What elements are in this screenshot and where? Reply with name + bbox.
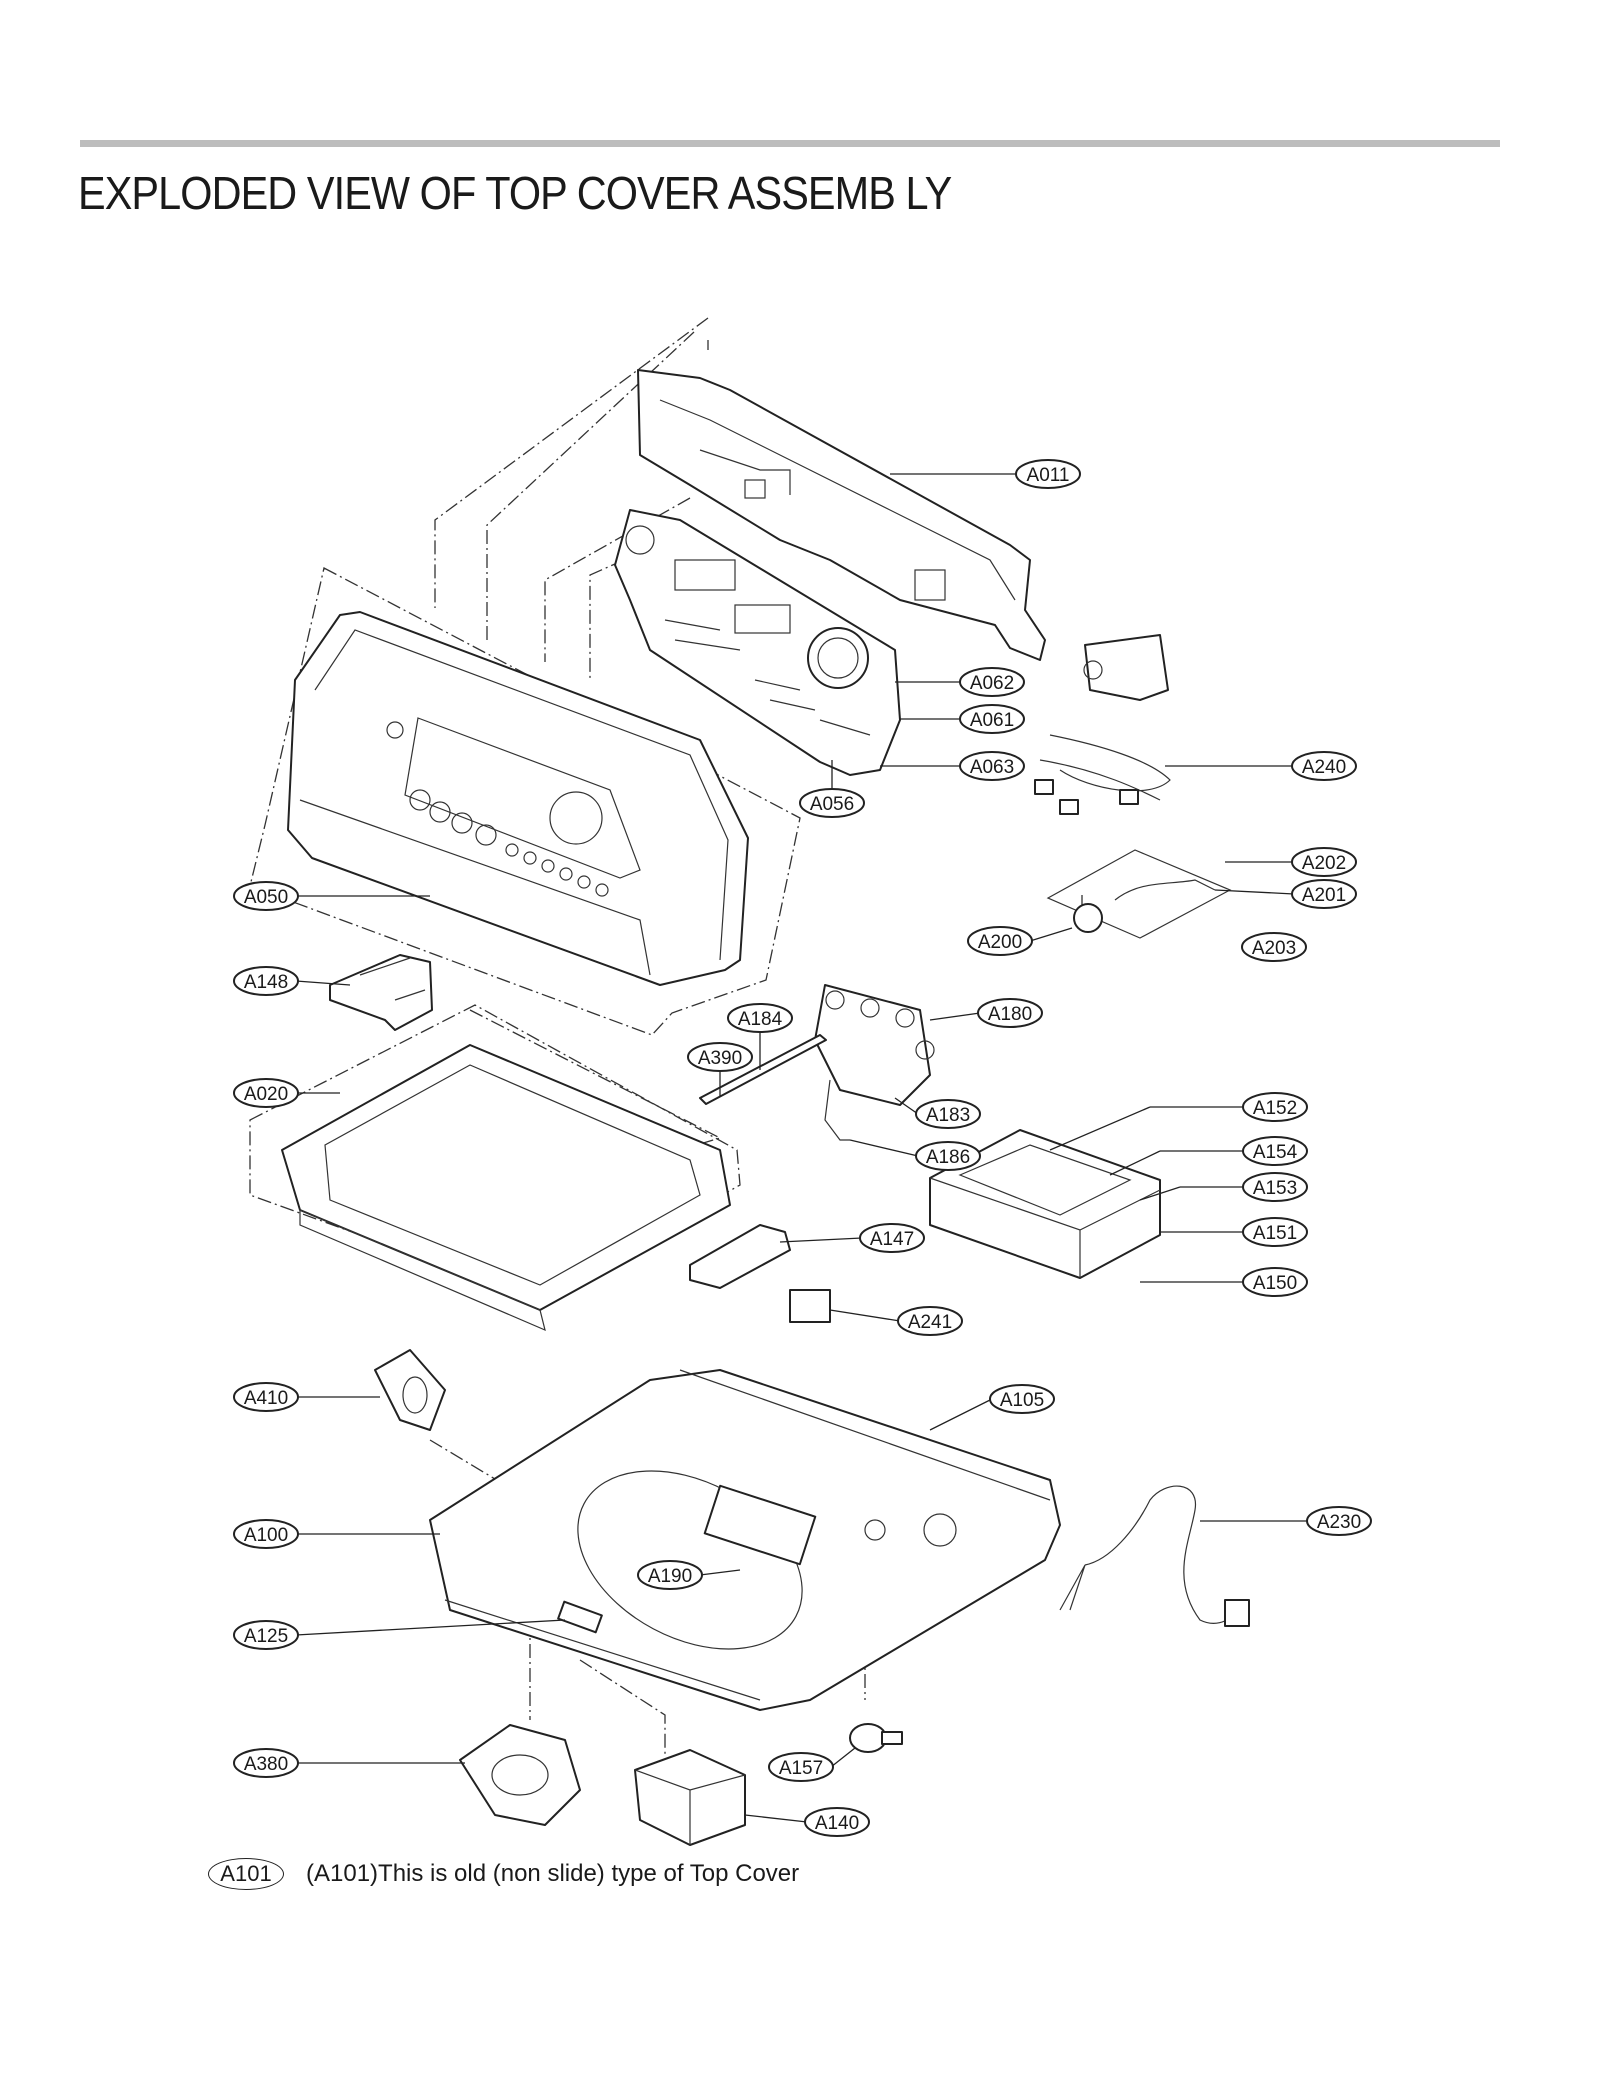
callout-label: A202 bbox=[1302, 853, 1346, 874]
callout-A140: A140 bbox=[744, 1807, 870, 1837]
callout-A148: A148 bbox=[233, 966, 351, 996]
callout-label: A100 bbox=[244, 1525, 288, 1546]
callout-label: A056 bbox=[810, 794, 854, 815]
callout-A020: A020 bbox=[233, 1078, 340, 1108]
part-cap-a157 bbox=[849, 1723, 903, 1753]
callouts: A011 A062 A061 A063 A056 A240 A202 A201 … bbox=[233, 459, 1372, 1837]
callout-A153: A153 bbox=[1139, 1172, 1308, 1202]
callout-label: A180 bbox=[988, 1004, 1032, 1025]
callout-label: A063 bbox=[970, 757, 1014, 778]
part-control-pcb bbox=[614, 509, 901, 776]
callout-A011: A011 bbox=[890, 459, 1081, 489]
callout-A154: A154 bbox=[1109, 1136, 1308, 1176]
part-a380 bbox=[459, 1724, 581, 1826]
callout-A184: A184 bbox=[727, 1003, 793, 1070]
callout-A180: A180 bbox=[929, 998, 1043, 1028]
callout-A056: A056 bbox=[799, 760, 865, 818]
footnote-badge: A101 bbox=[208, 1858, 284, 1890]
callout-label: A154 bbox=[1253, 1142, 1298, 1163]
part-bracket-a147 bbox=[689, 1224, 791, 1289]
part-rear-panel bbox=[637, 369, 1046, 661]
callout-label: A147 bbox=[870, 1229, 914, 1250]
callout-label: A150 bbox=[1253, 1273, 1297, 1294]
callout-label: A061 bbox=[970, 710, 1014, 731]
part-bracket-a148 bbox=[329, 954, 433, 1031]
callout-A410: A410 bbox=[233, 1382, 380, 1412]
callout-A380: A380 bbox=[233, 1748, 465, 1778]
header-rule bbox=[80, 140, 1500, 147]
callout-label: A050 bbox=[244, 887, 288, 908]
callout-A105: A105 bbox=[929, 1384, 1055, 1431]
callout-A063: A063 bbox=[880, 751, 1025, 781]
callout-label: A183 bbox=[926, 1105, 970, 1126]
callout-label: A390 bbox=[698, 1048, 742, 1069]
callout-label: A125 bbox=[244, 1626, 288, 1647]
callout-A151: A151 bbox=[1160, 1217, 1308, 1247]
footnote: A101 (A101)This is old (non slide) type … bbox=[208, 1856, 799, 1892]
part-top-cover bbox=[429, 1369, 1061, 1711]
callout-label: A203 bbox=[1252, 938, 1296, 959]
callout-label: A240 bbox=[1302, 757, 1346, 778]
callout-label: A410 bbox=[244, 1388, 288, 1409]
page-title: EXPLODED VIEW OF TOP COVER ASSEMB LY bbox=[78, 167, 952, 219]
callout-A062: A062 bbox=[895, 667, 1025, 697]
callout-label: A190 bbox=[648, 1566, 692, 1587]
callout-label: A020 bbox=[244, 1084, 288, 1105]
callout-label: A200 bbox=[978, 932, 1022, 953]
callout-label: A062 bbox=[970, 673, 1014, 694]
part-switch-a241 bbox=[789, 1289, 831, 1323]
callout-A190: A190 bbox=[637, 1560, 741, 1590]
callout-A200: A200 bbox=[967, 926, 1073, 956]
callout-A100: A100 bbox=[233, 1519, 440, 1549]
callout-label: A380 bbox=[244, 1754, 288, 1775]
callout-label: A184 bbox=[738, 1009, 783, 1030]
callout-label: A105 bbox=[1000, 1390, 1044, 1411]
callout-A157: A157 bbox=[768, 1747, 856, 1782]
callout-A152: A152 bbox=[1049, 1092, 1308, 1151]
callout-label: A230 bbox=[1317, 1512, 1361, 1533]
callout-label: A140 bbox=[815, 1813, 859, 1834]
callout-A203: A203 bbox=[1241, 932, 1307, 962]
callout-label: A153 bbox=[1253, 1178, 1297, 1199]
callout-A150: A150 bbox=[1140, 1267, 1308, 1297]
callout-A230: A230 bbox=[1200, 1506, 1372, 1536]
callout-A390: A390 bbox=[687, 1042, 753, 1096]
callout-label: A011 bbox=[1027, 465, 1070, 486]
callout-label: A241 bbox=[908, 1312, 952, 1333]
part-water-valve bbox=[699, 984, 935, 1141]
callout-A125: A125 bbox=[233, 1619, 566, 1650]
callout-label: A157 bbox=[779, 1758, 823, 1779]
part-filter-a410 bbox=[374, 1349, 446, 1431]
callout-A186: A186 bbox=[849, 1139, 981, 1171]
callout-A202: A202 bbox=[1225, 847, 1357, 877]
callout-A147: A147 bbox=[779, 1223, 925, 1253]
part-power-cord bbox=[1059, 1485, 1250, 1627]
callout-A183: A183 bbox=[894, 1097, 981, 1129]
callout-A240: A240 bbox=[1165, 751, 1357, 781]
part-pressure-switch-group bbox=[1046, 849, 1232, 939]
callout-A050: A050 bbox=[233, 881, 430, 911]
callout-label: A201 bbox=[1302, 885, 1346, 906]
part-lid-lock bbox=[634, 1749, 746, 1846]
callout-A061: A061 bbox=[900, 704, 1025, 734]
callout-label: A186 bbox=[926, 1147, 970, 1168]
callout-label: A152 bbox=[1253, 1098, 1297, 1119]
part-clip-bracket bbox=[1083, 634, 1169, 701]
callout-label: A151 bbox=[1253, 1223, 1297, 1244]
part-wire-harness bbox=[1034, 734, 1171, 815]
part-control-panel bbox=[287, 611, 749, 986]
callout-label: A148 bbox=[244, 972, 288, 993]
callout-A201: A201 bbox=[1214, 879, 1357, 909]
footnote-text: (A101)This is old (non slide) type of To… bbox=[306, 1860, 800, 1887]
part-lid bbox=[281, 1044, 731, 1332]
callout-A241: A241 bbox=[829, 1306, 963, 1336]
part-dispenser-drawer bbox=[929, 1129, 1161, 1279]
